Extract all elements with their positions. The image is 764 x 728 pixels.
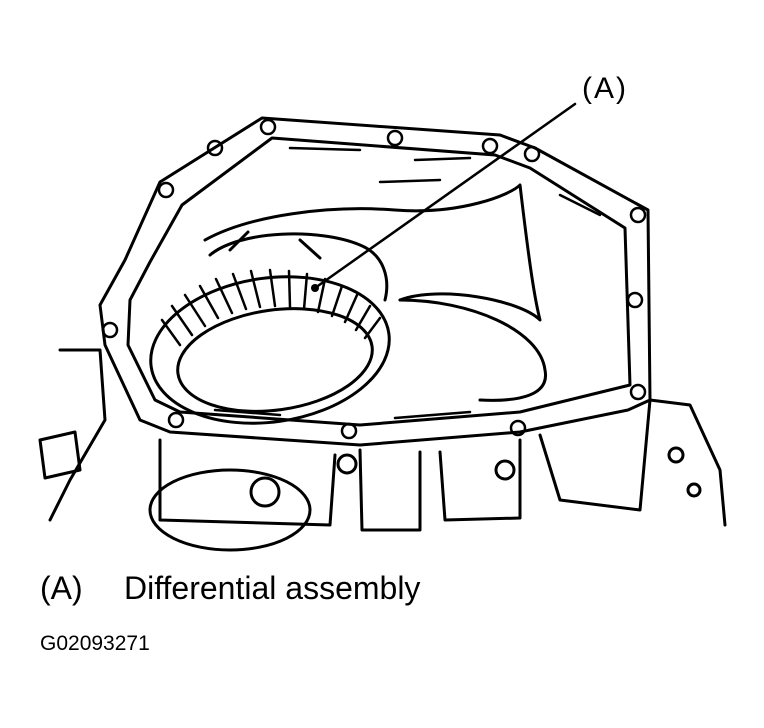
lower-casing [158, 438, 337, 527]
output-flange-bolt [249, 476, 281, 508]
output-flange [148, 468, 312, 552]
callout-label-a: (A) [582, 72, 628, 105]
figure-id: G02093271 [40, 632, 150, 655]
legend-text: Differential assembly [124, 570, 421, 606]
housing-flange-inner [126, 136, 632, 427]
callout-leader-dot [311, 284, 319, 292]
ring-gear-inner [176, 307, 374, 413]
legend-key: (A) [40, 570, 83, 606]
housing-cavity-floor [398, 298, 547, 402]
ring-gear-teeth [160, 268, 382, 347]
legend-row: (A) Differential assembly [40, 570, 420, 607]
flange-bolt-holes [101, 118, 647, 440]
differential-line-drawing [38, 102, 727, 552]
housing-cavity [203, 183, 542, 322]
drain-plug [38, 430, 82, 480]
ring-gear-outer [149, 275, 391, 425]
housing-flange-outer [98, 116, 652, 447]
callout-leader-line [313, 102, 577, 290]
